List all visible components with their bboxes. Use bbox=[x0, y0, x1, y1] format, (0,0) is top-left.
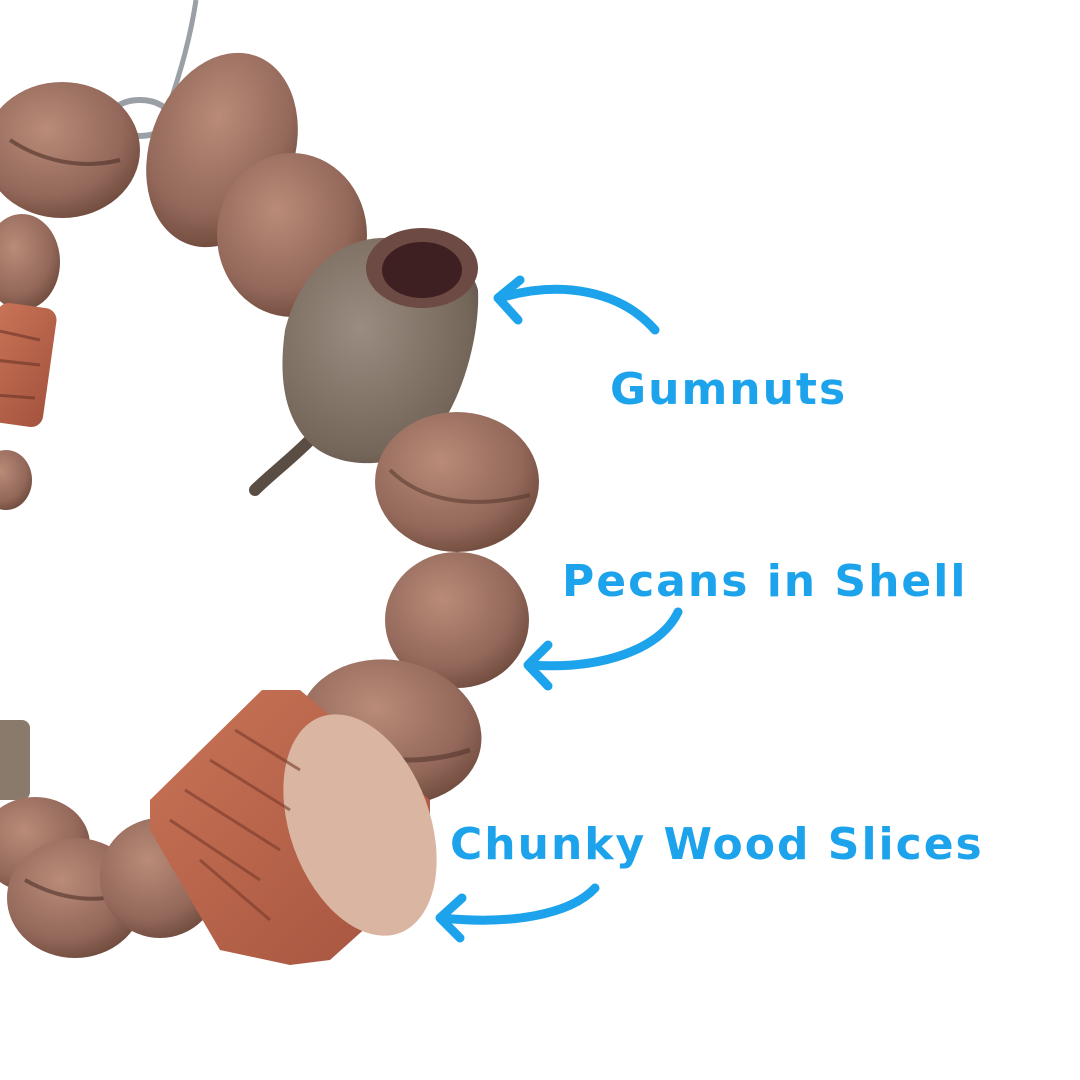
pecans-label: Pecans in Shell bbox=[562, 556, 968, 607]
wood-cut-face bbox=[283, 714, 437, 936]
pecan-right-2 bbox=[385, 552, 529, 688]
wood-slice-lower-left bbox=[0, 720, 30, 800]
pecan-stripe-r1 bbox=[388, 468, 531, 504]
pecan-left-3 bbox=[0, 450, 32, 510]
gumnut-hole bbox=[382, 242, 462, 298]
gumnuts-label: Gumnuts bbox=[610, 364, 848, 415]
pecan-stripe bbox=[8, 138, 121, 166]
gumnuts-arrow-head bbox=[493, 275, 525, 325]
pecan-top-left bbox=[0, 82, 140, 218]
wood-slices-label: Chunky Wood Slices bbox=[450, 819, 984, 870]
wood-bark-left bbox=[0, 329, 41, 400]
pecans-arrow-head bbox=[523, 640, 553, 691]
pecan-left-2 bbox=[0, 214, 60, 310]
wood-bark-texture bbox=[169, 728, 301, 922]
pecans-arrow bbox=[525, 607, 683, 671]
gumnuts-arrow bbox=[495, 284, 660, 335]
wood-arrow-head bbox=[435, 893, 467, 943]
pecan-right-1 bbox=[375, 412, 539, 552]
gumnut-stem bbox=[249, 434, 316, 496]
wood-arrow bbox=[437, 883, 600, 925]
